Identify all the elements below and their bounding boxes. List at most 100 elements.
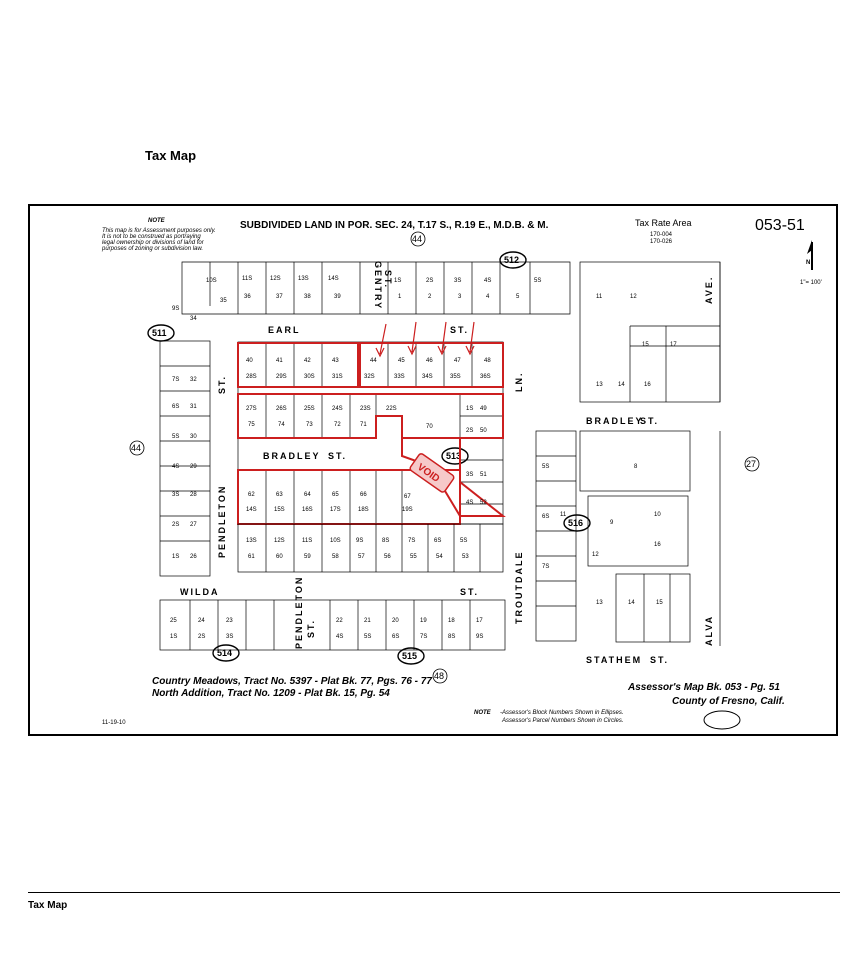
street-pendleton-north: PENDLETON [217,485,227,558]
svg-text:26: 26 [190,554,197,560]
svg-text:5S: 5S [364,634,371,640]
svg-text:6S: 6S [542,514,549,520]
svg-text:8: 8 [634,464,638,470]
svg-text:56: 56 [384,554,391,560]
footer-divider [28,892,840,893]
blank-stamp-ellipse [703,710,741,730]
svg-text:75: 75 [248,422,255,428]
svg-text:9S: 9S [172,306,179,312]
svg-text:7S: 7S [172,377,179,383]
svg-text:45: 45 [398,358,405,364]
svg-text:22: 22 [336,618,343,624]
svg-text:32: 32 [190,377,197,383]
svg-text:3S: 3S [226,634,233,640]
street-gentry: GENTRY [373,261,383,310]
svg-text:511: 511 [152,328,167,338]
block-ellipse-513: 513 [441,447,469,465]
red-arrow-icons [375,321,475,358]
street-bradley-east: BRADLEY [586,416,644,426]
note-line-4: purposes of zoning or subdivision law. [101,246,203,252]
svg-text:7S: 7S [542,564,549,570]
street-bradley-west-st: ST. [328,451,347,461]
svg-text:3S: 3S [466,472,473,478]
svg-text:17: 17 [476,618,483,624]
svg-text:64: 64 [304,492,311,498]
svg-text:23: 23 [226,618,233,624]
svg-text:1S: 1S [170,634,177,640]
south-row-lots [237,523,504,573]
block-ellipse-514: 514 [212,644,240,662]
street-alva: ALVA [704,615,714,646]
west-column-lots [159,340,211,577]
svg-text:29: 29 [190,464,197,470]
svg-text:7S: 7S [420,634,427,640]
svg-text:8S: 8S [448,634,455,640]
east-block-labels: 5S 6S 7S 8 9 10 11 12 13 14 15 16 11 12 … [542,294,677,606]
svg-text:4S: 4S [466,500,473,506]
svg-text:3S: 3S [454,278,461,284]
svg-text:22S: 22S [386,406,397,412]
svg-text:53: 53 [462,554,469,560]
svg-text:46: 46 [426,358,433,364]
svg-text:3S: 3S [172,492,179,498]
svg-text:14: 14 [628,600,635,606]
svg-text:515: 515 [402,651,417,661]
svg-text:27: 27 [190,522,197,528]
svg-text:34S: 34S [422,374,433,380]
svg-text:6S: 6S [434,538,441,544]
north-strip-labels: 10S 11S 12S 13S 14S 1S 2S 3S 4S 5S 35 36… [206,276,541,304]
svg-text:15S: 15S [274,507,285,513]
svg-text:3: 3 [458,294,462,300]
svg-text:13: 13 [596,382,603,388]
svg-text:24: 24 [198,618,205,624]
block-ellipse-515: 515 [397,647,425,665]
svg-text:2S: 2S [172,522,179,528]
svg-text:28S: 28S [246,374,257,380]
assessor-map-ref: Assessor's Map Bk. 053 - Pg. 51 [627,682,780,693]
svg-text:31: 31 [190,404,197,410]
svg-text:28: 28 [190,492,197,498]
svg-text:55: 55 [410,554,417,560]
svg-text:9S: 9S [356,538,363,544]
svg-text:15: 15 [642,342,649,348]
subdivision-line-2: North Addition, Tract No. 1209 - Plat Bk… [152,688,390,699]
note-heading: NOTE [148,218,166,224]
adjacent-page-ref-top: 44 [410,231,426,247]
svg-text:1: 1 [398,294,402,300]
book-page-id: 053-51 [755,217,805,234]
bottom-note-line-2: Assessor's Parcel Numbers Shown in Circl… [501,718,624,724]
svg-text:73: 73 [306,422,313,428]
svg-text:41: 41 [276,358,283,364]
street-pendleton-north-st: ST. [217,375,227,394]
svg-text:5: 5 [516,294,520,300]
street-pendleton-south: PENDLETON [294,576,304,649]
svg-text:58: 58 [332,554,339,560]
svg-text:516: 516 [568,518,583,528]
svg-text:2S: 2S [426,278,433,284]
svg-text:513: 513 [446,451,461,461]
svg-text:25: 25 [170,618,177,624]
svg-text:9S: 9S [476,634,483,640]
svg-text:13: 13 [596,600,603,606]
svg-text:74: 74 [278,422,285,428]
svg-text:51: 51 [480,472,487,478]
block-ellipse-512: 512 [499,251,527,269]
adjacent-page-right-label: 27 [746,459,756,469]
south-row-labels: 13S 12S 11S 10S 9S 8S 7S 6S 5S 61 60 59 … [246,538,469,560]
svg-text:15: 15 [656,600,663,606]
svg-text:16: 16 [644,382,651,388]
svg-text:8S: 8S [382,538,389,544]
svg-text:14S: 14S [246,507,257,513]
svg-text:10S: 10S [206,278,217,284]
svg-text:62: 62 [248,492,255,498]
svg-text:50: 50 [480,428,487,434]
svg-text:5S: 5S [172,434,179,440]
svg-text:33S: 33S [394,374,405,380]
street-bradley-east-st: ST. [640,416,659,426]
adjacent-page-ref-bottom: 48 [432,668,448,684]
highlighted-parcels [237,342,506,525]
svg-text:65: 65 [332,492,339,498]
street-stathem: STATHEM [586,655,642,665]
svg-text:44: 44 [370,358,377,364]
north-arrow-label: N [806,260,810,266]
